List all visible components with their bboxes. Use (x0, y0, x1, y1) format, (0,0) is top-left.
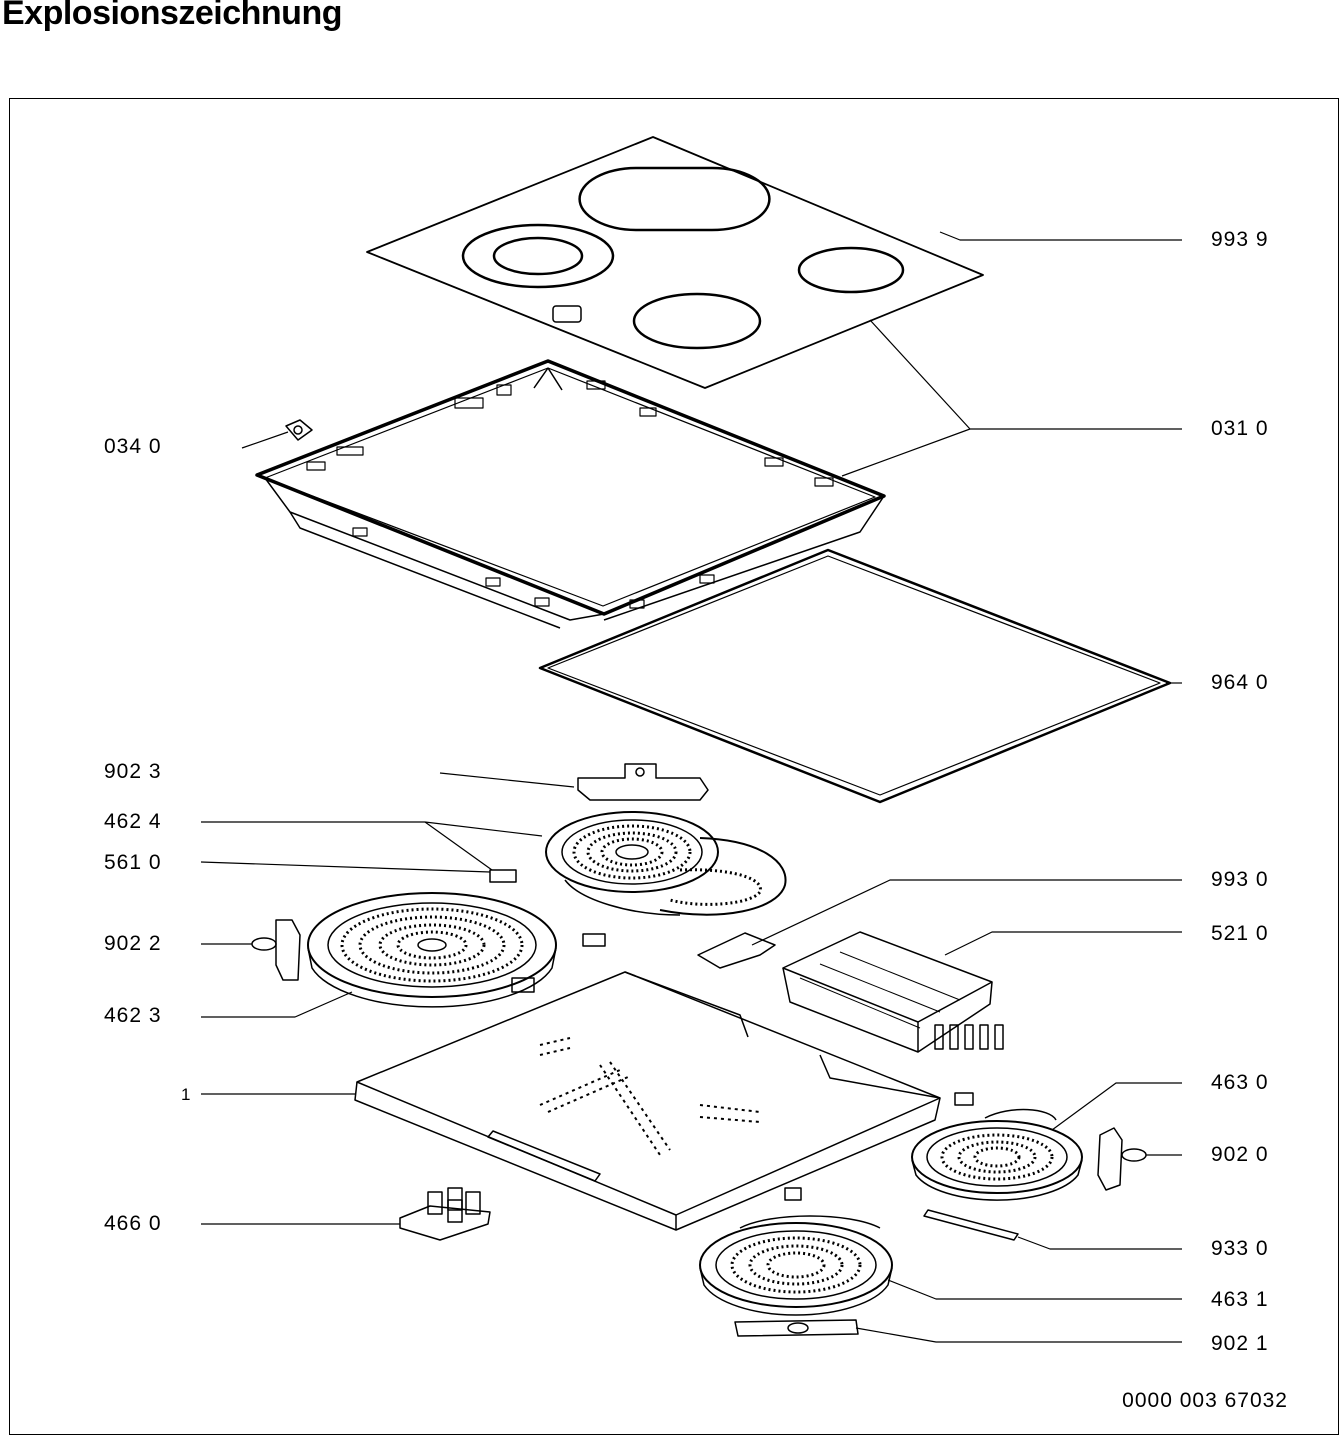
part-label-521-0: 521 0 (1211, 922, 1269, 945)
bracket-902-2 (251, 919, 301, 981)
part-label-463-0: 463 0 (1211, 1071, 1269, 1094)
heating-element-dual-ring (545, 811, 787, 916)
heating-element-round-right (911, 1092, 1083, 1201)
drawing-frame (9, 98, 1339, 1435)
part-label-463-1: 463 1 (1211, 1288, 1269, 1311)
part-label-462-3: 462 3 (104, 1004, 162, 1027)
part-label-993-0: 993 0 (1211, 868, 1269, 891)
thermostat-561-0 (489, 869, 517, 883)
page-title: Explosionszeichnung (2, 0, 342, 32)
part-label-933-0: 933 0 (1211, 1237, 1269, 1260)
part-label-462-4: 462 4 (104, 810, 162, 833)
cooktop-frame (255, 359, 886, 629)
bracket-902-0 (1097, 1127, 1147, 1191)
bracket-993-0 (697, 932, 776, 969)
part-label-561-0: 561 0 (104, 851, 162, 874)
glass-ceramic-top (366, 136, 984, 389)
part-label-034-0: 034 0 (104, 435, 162, 458)
switch-small (582, 933, 606, 947)
part-label-902-1: 902 1 (1211, 1332, 1269, 1355)
part-label-1: 1 (181, 1085, 192, 1104)
part-label-466-0: 466 0 (104, 1212, 162, 1235)
part-label-031-0: 031 0 (1211, 417, 1269, 440)
contactor-466-0 (399, 1187, 491, 1241)
part-label-993-9: 993 9 (1211, 228, 1269, 251)
leader-lines (200, 231, 1182, 1343)
base-tray (354, 971, 941, 1231)
document-number: 0000 003 67032 (1122, 1389, 1288, 1412)
clip-034-0 (285, 419, 313, 441)
control-module (782, 931, 1004, 1053)
part-label-902-3: 902 3 (104, 760, 162, 783)
heating-element-round-bottom (699, 1187, 893, 1316)
heating-element-round-large (307, 892, 557, 1008)
part-label-902-2: 902 2 (104, 932, 162, 955)
limiter-933-0 (923, 1209, 1019, 1241)
part-label-964-0: 964 0 (1211, 671, 1269, 694)
bracket-902-1 (734, 1319, 859, 1337)
part-label-902-0: 902 0 (1211, 1143, 1269, 1166)
bracket-902-3 (577, 763, 709, 801)
